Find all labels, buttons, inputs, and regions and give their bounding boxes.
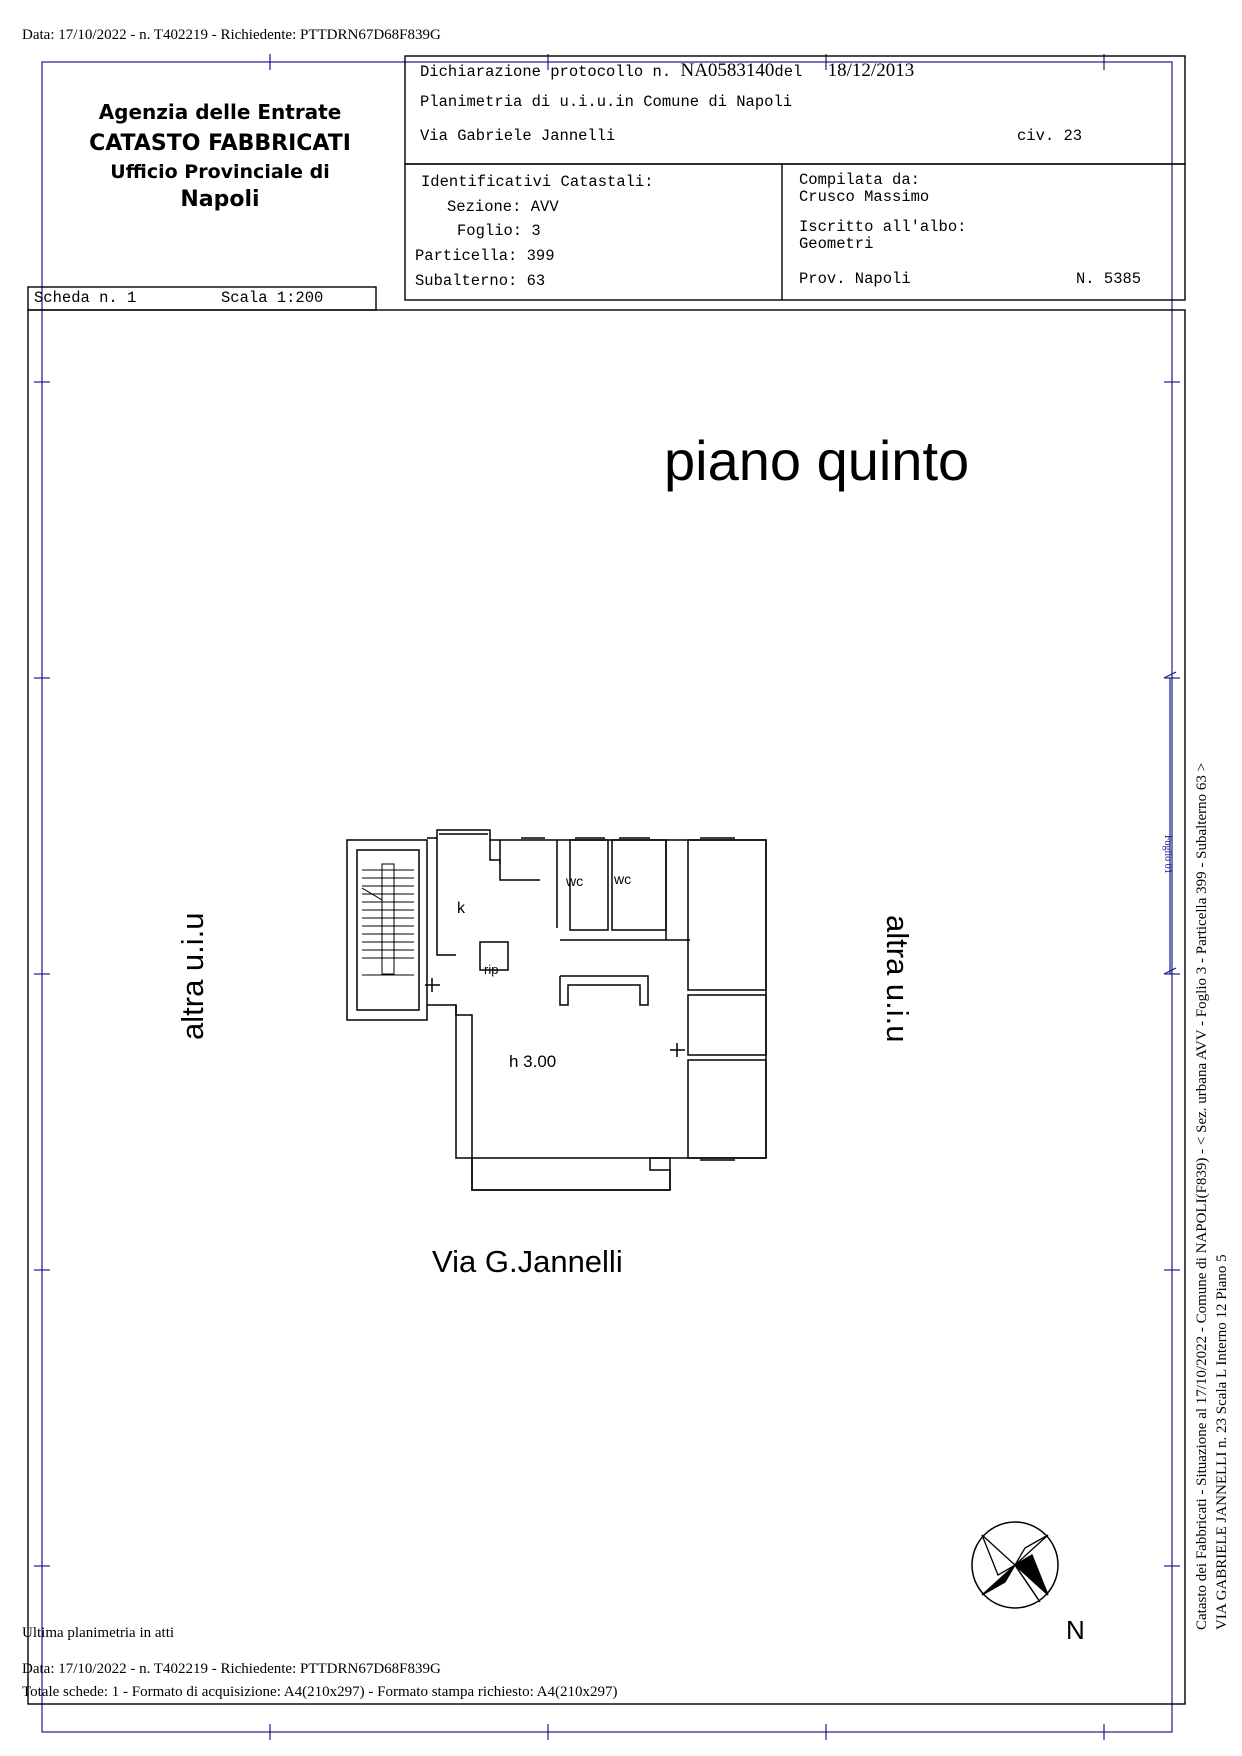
room-label-kitchen: k — [457, 900, 465, 917]
agency-block: Agenzia delle Entrate CATASTO FABBRICATI… — [40, 96, 400, 216]
bedroom1-walls — [687, 839, 767, 991]
storage-walls — [479, 941, 509, 971]
catasto-title: CATASTO FABBRICATI — [89, 131, 351, 156]
room-label-wc2: wc — [614, 871, 632, 887]
top-request-info: Data: 17/10/2022 - n. T402219 - Richiede… — [22, 27, 441, 43]
side-situation-text: Catasto dei Fabbricati - Situazione al 1… — [1192, 610, 1232, 1630]
compilata-label: Compilata da: — [799, 171, 920, 189]
street-label: Via G.Jannelli — [432, 1244, 623, 1279]
margin-sheet-mark: Foglio 01 — [1162, 835, 1173, 874]
iscritto-value: Geometri — [799, 235, 874, 253]
foglio: Foglio: 3 — [457, 222, 541, 240]
stair-steps — [361, 863, 414, 976]
scala: Scala 1:200 — [221, 289, 324, 307]
left-neighbor-label: altra u.i.u — [175, 912, 210, 1040]
footer-format-info: Totale schede: 1 - Formato di acquisizio… — [22, 1684, 618, 1700]
last-plan-note: Ultima planimetria in atti — [22, 1625, 175, 1641]
room-label-wc1: wc — [566, 873, 584, 889]
right-neighbor-label: altra u.i.u — [880, 915, 915, 1043]
protocol-line: Dichiarazione protocollo n. NA0583140del… — [420, 60, 914, 82]
protocol-date: 18/12/2013 — [827, 60, 915, 81]
sezione: Sezione: AVV — [447, 198, 559, 216]
balcony — [471, 1157, 671, 1191]
side-text-line2: VIA GABRIELE JANNELLI n. 23 Scala L Inte… — [1214, 1254, 1230, 1630]
identificativi-title: Identificativi Catastali: — [421, 173, 654, 191]
office-city: Napoli — [180, 187, 260, 212]
wc1-walls — [569, 839, 609, 931]
civico: civ. 23 — [1017, 127, 1083, 145]
floor-title: piano quinto — [664, 429, 970, 492]
planimetria-line: Planimetria di u.i.u.in Comune di Napoli — [420, 93, 793, 111]
room3-walls — [687, 1059, 767, 1159]
scheda: Scheda n. 1 — [34, 289, 137, 307]
north-compass-icon — [971, 1521, 1059, 1609]
room2-walls — [687, 994, 767, 1056]
protocol-label: Dichiarazione protocollo n. — [420, 63, 672, 81]
office-label: Ufficio Provinciale di — [110, 161, 330, 183]
iscritto-label: Iscritto all'albo: — [799, 218, 967, 236]
address-line: Via Gabriele Jannelli — [420, 127, 616, 145]
protocol-number: NA0583140 — [680, 60, 775, 81]
floor-plan — [346, 829, 767, 1191]
protocol-del: del — [774, 63, 803, 81]
registration-number: N. 5385 — [1076, 270, 1142, 288]
compilata-name: Crusco Massimo — [799, 188, 930, 206]
room-height: h 3.00 — [509, 1052, 557, 1071]
subalterno: Subalterno: 63 — [415, 272, 546, 290]
north-label: N — [1066, 1615, 1085, 1645]
room-label-storage: rip — [484, 962, 499, 977]
stair-block-inner — [356, 849, 420, 1011]
stair-block-outer — [346, 839, 428, 1021]
agency-name: Agenzia delle Entrate — [98, 100, 342, 124]
side-text-line1: Catasto dei Fabbricati - Situazione al 1… — [1194, 762, 1210, 1630]
footer-request-info: Data: 17/10/2022 - n. T402219 - Richiede… — [22, 1661, 441, 1677]
particella: Particella: 399 — [415, 247, 555, 265]
province: Prov. Napoli — [799, 270, 911, 288]
